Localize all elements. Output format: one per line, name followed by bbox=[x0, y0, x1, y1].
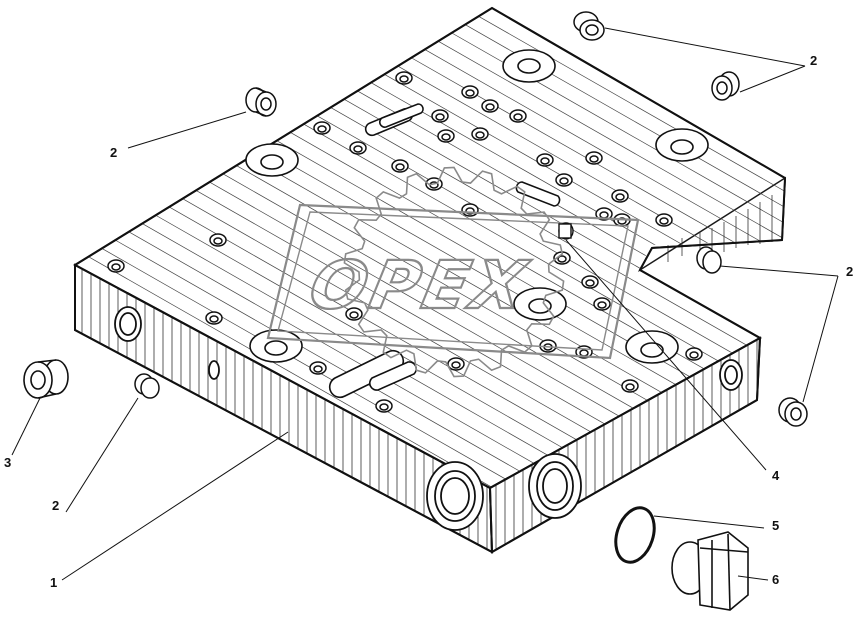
leader-lines bbox=[11, 27, 839, 581]
plug-part-2-c bbox=[711, 71, 740, 101]
callout-3: 3 bbox=[4, 455, 11, 470]
watermark-frame bbox=[266, 203, 640, 360]
plate-counterbores bbox=[245, 49, 709, 364]
plug-part-2-b bbox=[573, 11, 605, 41]
callout-4: 4 bbox=[772, 468, 780, 483]
plug-part-2-d bbox=[696, 246, 722, 274]
watermark-text: OPEX bbox=[303, 247, 536, 324]
plate-side-ports bbox=[114, 306, 743, 531]
callout-2: 2 bbox=[846, 264, 853, 279]
plug-part-2-e bbox=[778, 397, 808, 427]
plug-part-3 bbox=[23, 359, 69, 399]
watermark: OPEX bbox=[266, 166, 640, 378]
callout-6: 6 bbox=[772, 572, 779, 587]
callout-2: 2 bbox=[810, 53, 817, 68]
callout-5: 5 bbox=[772, 518, 779, 533]
plate-slots bbox=[328, 103, 561, 399]
hex-plug-part-6 bbox=[671, 531, 749, 611]
o-ring-part-5 bbox=[614, 506, 656, 564]
callout-1: 1 bbox=[50, 575, 57, 590]
plug-part-2-a bbox=[245, 87, 277, 117]
plug-part-2-f bbox=[134, 373, 160, 399]
callout-2: 2 bbox=[110, 145, 117, 160]
screw-part-4 bbox=[558, 222, 574, 240]
callout-2: 2 bbox=[52, 498, 59, 513]
gear-icon bbox=[343, 166, 565, 378]
plate-holes bbox=[107, 71, 703, 413]
callout-labels: 2 2 2 2 3 1 4 5 6 bbox=[4, 53, 853, 590]
